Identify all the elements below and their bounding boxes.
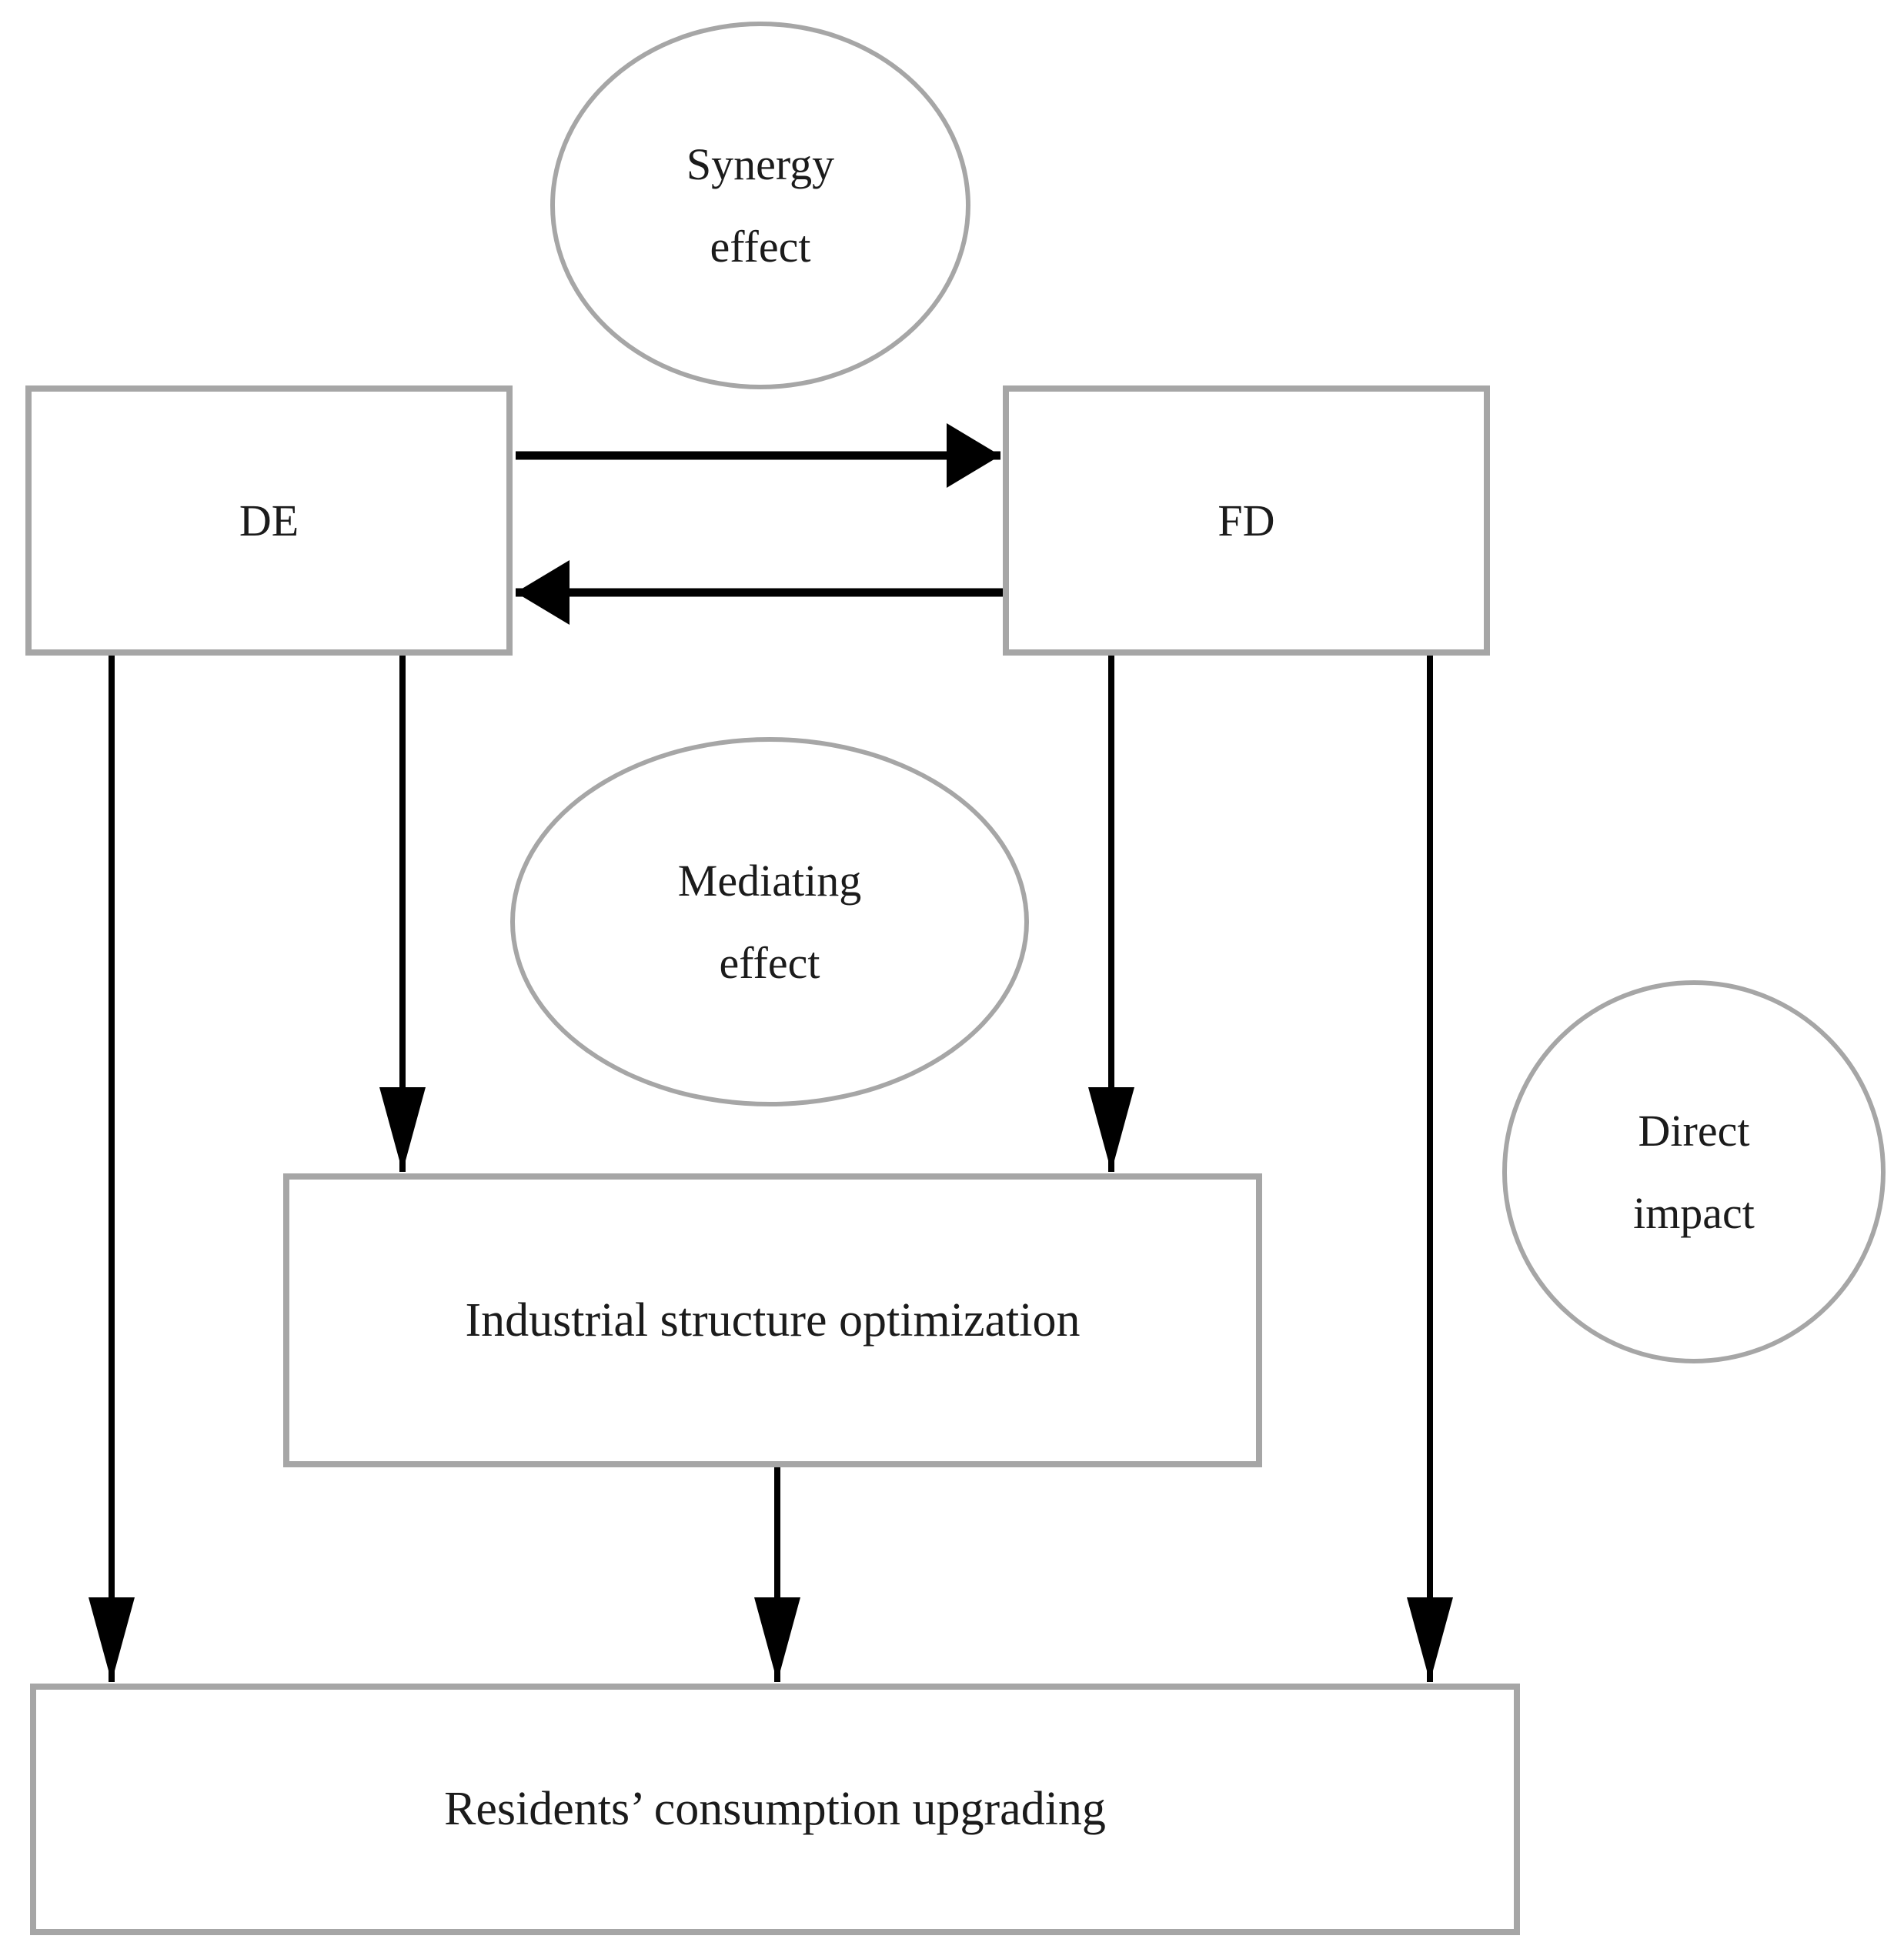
direct-impact-label-line2: impact [1633,1188,1755,1238]
synergy-effect-ellipse: Synergy effect [550,22,970,389]
fd-box: FD [1003,385,1490,656]
mediating-effect-ellipse: Mediating effect [510,737,1029,1106]
industrial-structure-optimization-box: Industrial structure optimization [283,1173,1262,1467]
direct-impact-label-line1: Direct [1638,1105,1750,1156]
residents-consumption-upgrading-box: Residents’ consumption upgrading [30,1684,1520,1935]
fd-label: FD [1218,495,1275,546]
residents-consumption-upgrading-label: Residents’ consumption upgrading [444,1783,1106,1836]
synergy-effect-label-line1: Synergy [686,138,835,189]
mediating-effect-label-line2: effect [719,938,820,988]
synergy-effect-label-line2: effect [710,222,811,272]
de-label: DE [239,495,299,546]
mediating-effect-label-line1: Mediating [677,855,862,906]
direct-impact-circle: Direct impact [1502,980,1886,1363]
industrial-structure-optimization-label: Industrial structure optimization [465,1293,1081,1347]
de-box: DE [25,385,513,656]
